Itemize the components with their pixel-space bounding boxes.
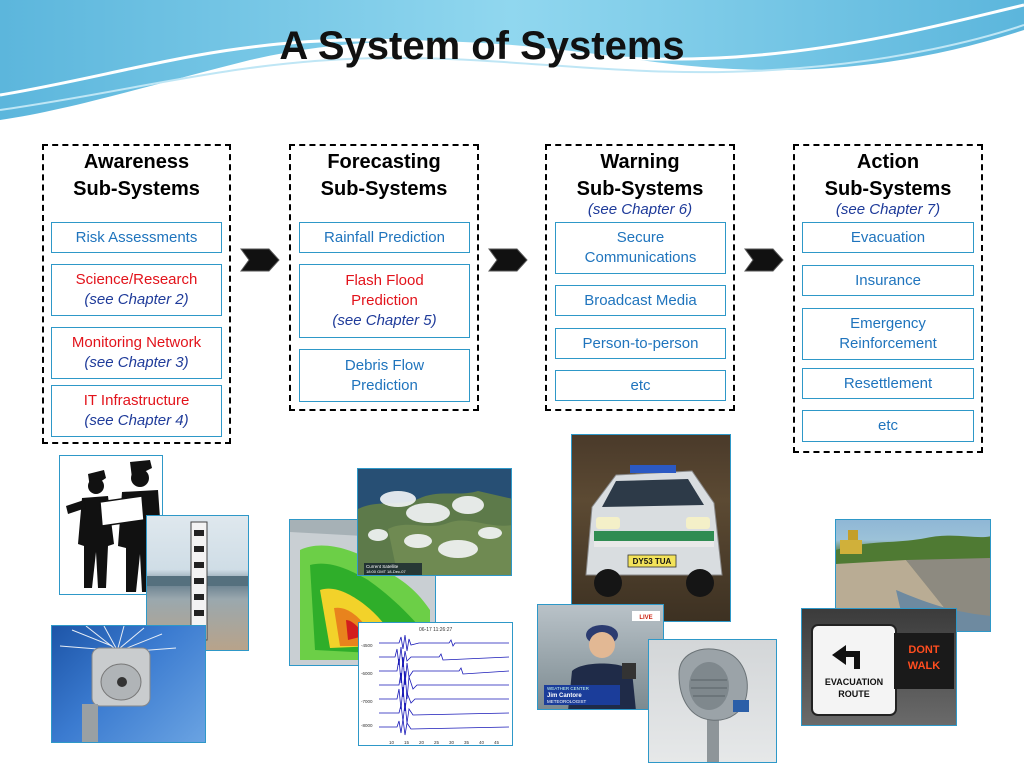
- warning-heading: Warning Sub-Systems: [547, 149, 733, 203]
- emergency-reinforcement-box: Emergency Reinforcement: [802, 308, 974, 360]
- evacuation-label: Evacuation: [850, 228, 926, 246]
- forecasting-heading: Forecasting Sub-Systems: [291, 149, 477, 203]
- tv-weather-broadcaster-image: LIVE WEATHER CENTER Jim Cantore METEOROL…: [537, 604, 664, 710]
- action-etc-box: etc: [802, 410, 974, 442]
- flash-flood-note: (see Chapter 5): [332, 312, 437, 329]
- chevron-arrow-icon: [240, 248, 280, 272]
- it-infrastructure-label: IT Infrastructure: [83, 392, 190, 409]
- warning-etc-box: etc: [555, 370, 726, 401]
- satellite-caption-line2: 18:00 GMT 18-Dec-07: [366, 569, 406, 574]
- seismo-y-label: -6000: [361, 671, 373, 676]
- science-research-box: Science/Research (see Chapter 2): [51, 264, 222, 316]
- forecasting-column: Forecasting Sub-Systems Rainfall Predict…: [289, 144, 479, 411]
- flash-flood-prediction-box: Flash Flood Prediction (see Chapter 5): [299, 264, 470, 338]
- emergency-reinforcement-label-line2: Reinforcement: [839, 335, 937, 352]
- seismo-x-label: 20: [419, 740, 425, 745]
- resettlement-box: Resettlement: [802, 368, 974, 399]
- it-infrastructure-note: (see Chapter 4): [84, 412, 189, 429]
- action-etc-label: etc: [877, 417, 898, 434]
- risk-assessments-label: Risk Assessments: [75, 228, 198, 246]
- monitoring-network-box: Monitoring Network (see Chapter 3): [51, 327, 222, 379]
- warning-heading-line1: Warning: [600, 151, 680, 173]
- secure-communications-box: Secure Communications: [555, 222, 726, 274]
- flash-flood-label-line1: Flash Flood: [345, 272, 424, 289]
- debris-flow-label-line1: Debris Flow: [344, 356, 425, 374]
- warning-column: Warning Sub-Systems (see Chapter 6) Secu…: [545, 144, 735, 411]
- warning-etc-label: etc: [630, 376, 651, 394]
- warning-chapter-ref: (see Chapter 6): [587, 201, 693, 218]
- chevron-arrow-icon: [488, 248, 528, 272]
- evacuation-route-sign-image: EVACUATION ROUTE DONT WALK: [801, 608, 957, 726]
- resettlement-label: Resettlement: [843, 374, 933, 392]
- emergency-reinforcement-label-line1: Emergency: [850, 315, 926, 332]
- seismo-x-label: 30: [449, 740, 455, 745]
- seismograph-image: 06-17 11:26:27 -4500 -6000 -7000 -8000 1…: [358, 622, 513, 746]
- seismo-y-label: -7000: [361, 699, 373, 704]
- tv-role-text: METEOROLOGIST: [547, 699, 587, 704]
- warning-heading-line2: Sub-Systems: [576, 178, 704, 200]
- forecasting-heading-line2: Sub-Systems: [320, 178, 448, 200]
- action-heading-line2: Sub-Systems: [824, 178, 952, 200]
- tv-network-text: WEATHER CENTER: [547, 686, 590, 691]
- awareness-column: Awareness Sub-Systems Risk Assessments S…: [42, 144, 231, 444]
- broadcast-media-box: Broadcast Media: [555, 285, 726, 316]
- awareness-heading-line2: Sub-Systems: [73, 178, 200, 200]
- seismo-header: 06-17 11:26:27: [419, 627, 452, 633]
- slide-title: A System of Systems: [279, 24, 685, 68]
- seismo-x-label: 45: [494, 740, 500, 745]
- awareness-heading: Awareness Sub-Systems: [44, 149, 229, 203]
- awareness-heading-line1: Awareness: [83, 151, 190, 173]
- secure-communications-label-line2: Communications: [584, 249, 697, 266]
- broadcast-media-label: Broadcast Media: [584, 291, 697, 309]
- evacuation-box: Evacuation: [802, 222, 974, 253]
- emergency-vehicle-image: DY53 TUA: [571, 434, 731, 622]
- chevron-arrow-icon: [744, 248, 784, 272]
- signal-line1-text: DONT: [908, 644, 939, 656]
- science-research-note: (see Chapter 2): [84, 291, 189, 308]
- action-chapter-ref: (see Chapter 7): [835, 201, 941, 218]
- warning-siren-image: [648, 639, 777, 763]
- rainfall-prediction-box: Rainfall Prediction: [299, 222, 470, 253]
- seismo-y-label: -4500: [361, 643, 373, 648]
- rainfall-prediction-label: Rainfall Prediction: [324, 228, 445, 246]
- tv-name-text: Jim Cantore: [547, 693, 582, 699]
- plate-text: DY53 TUA: [633, 557, 672, 566]
- action-column: Action Sub-Systems (see Chapter 7) Evacu…: [793, 144, 983, 453]
- signal-line2-text: WALK: [908, 660, 940, 672]
- sign-line2-text: ROUTE: [838, 689, 870, 699]
- insurance-box: Insurance: [802, 265, 974, 296]
- monitoring-network-label: Monitoring Network: [71, 334, 202, 351]
- seismo-y-label: -8000: [361, 723, 373, 728]
- person-to-person-label: Person-to-person: [582, 334, 699, 352]
- risk-assessments-box: Risk Assessments: [51, 222, 222, 253]
- debris-flow-label-line2: Prediction: [351, 376, 418, 394]
- sign-line1-text: EVACUATION: [825, 677, 883, 687]
- flash-flood-label-line2: Prediction: [351, 292, 418, 309]
- seismo-x-label: 25: [434, 740, 440, 745]
- person-to-person-box: Person-to-person: [555, 328, 726, 359]
- satellite-caption-line1: Current Satellite: [366, 564, 399, 569]
- it-infrastructure-box: IT Infrastructure (see Chapter 4): [51, 385, 222, 437]
- debris-flow-prediction-box: Debris Flow Prediction: [299, 349, 470, 402]
- seismo-x-label: 40: [479, 740, 485, 745]
- monitoring-network-note: (see Chapter 3): [84, 354, 189, 371]
- action-heading-line1: Action: [856, 151, 920, 173]
- satellite-weather-image: Current Satellite 18:00 GMT 18-Dec-07: [357, 468, 512, 576]
- action-heading: Action Sub-Systems: [795, 149, 981, 203]
- lightning-sensor-image: [51, 625, 206, 743]
- science-research-label: Science/Research: [75, 271, 198, 288]
- header-wave-decoration: [0, 0, 1024, 120]
- seismo-x-label: 35: [464, 740, 470, 745]
- insurance-label: Insurance: [855, 271, 921, 289]
- seismo-x-label: 10: [389, 740, 395, 745]
- seismo-x-label: 15: [404, 740, 410, 745]
- secure-communications-label-line1: Secure: [616, 229, 665, 246]
- tv-live-text: LIVE: [639, 615, 652, 621]
- forecasting-heading-line1: Forecasting: [327, 151, 441, 173]
